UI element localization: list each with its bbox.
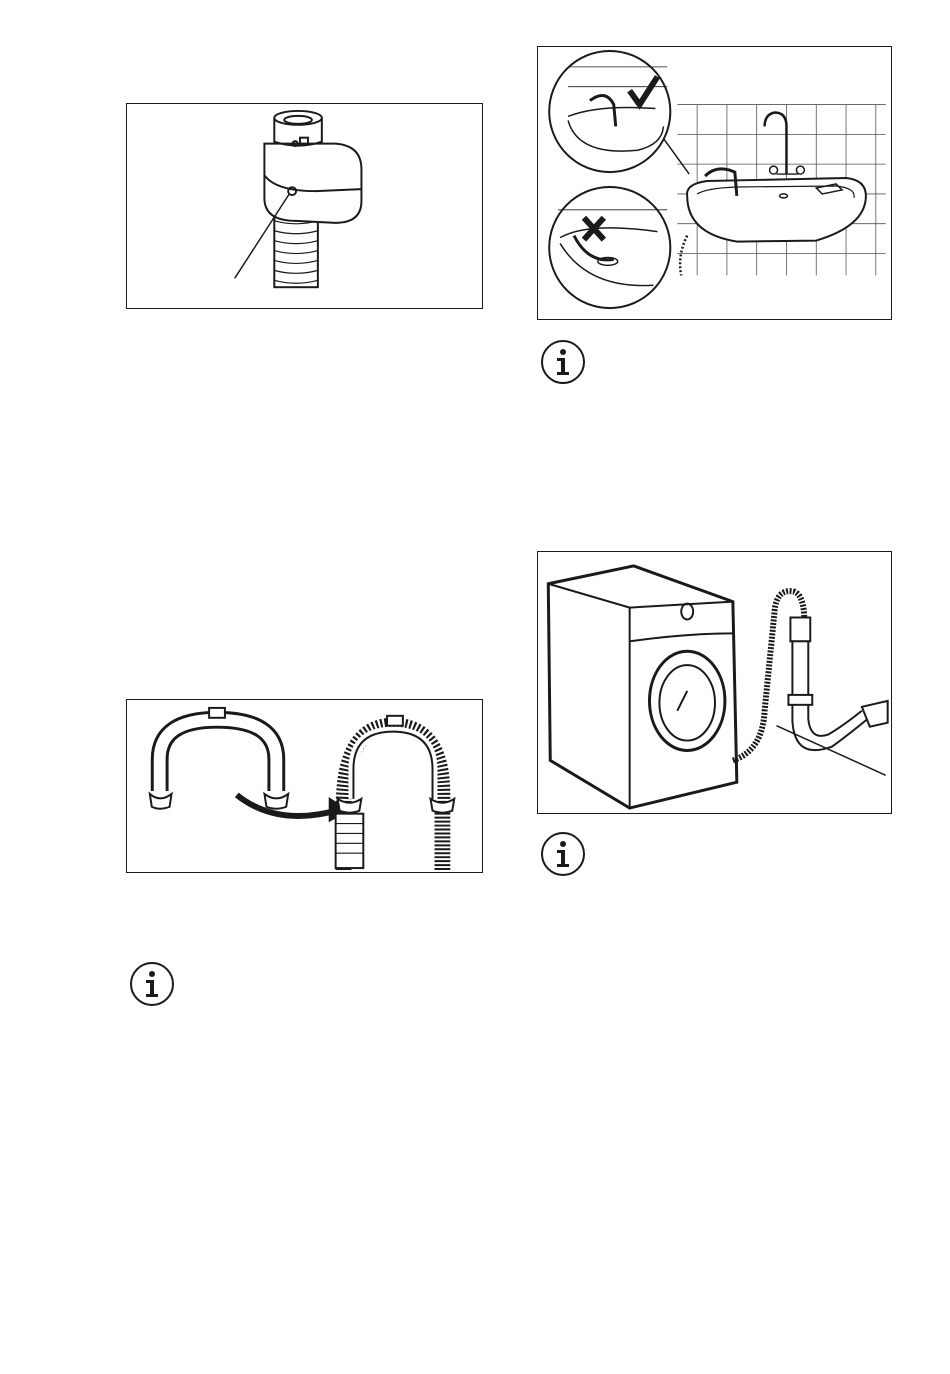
sink-hose-correct-incorrect-illustration [538, 47, 891, 319]
info-icon [541, 340, 585, 384]
hose-u-piece-figure [126, 699, 483, 873]
washing-machine-drain-illustration [538, 552, 891, 813]
info-icon [541, 832, 585, 876]
washer-drain-figure [537, 551, 892, 814]
hose-guide-figure [126, 103, 483, 309]
info-icon [130, 962, 174, 1006]
hose-guide-illustration [127, 104, 482, 308]
u-piece-hose-illustration [127, 700, 482, 872]
hose-on-sink-figure [537, 46, 892, 320]
